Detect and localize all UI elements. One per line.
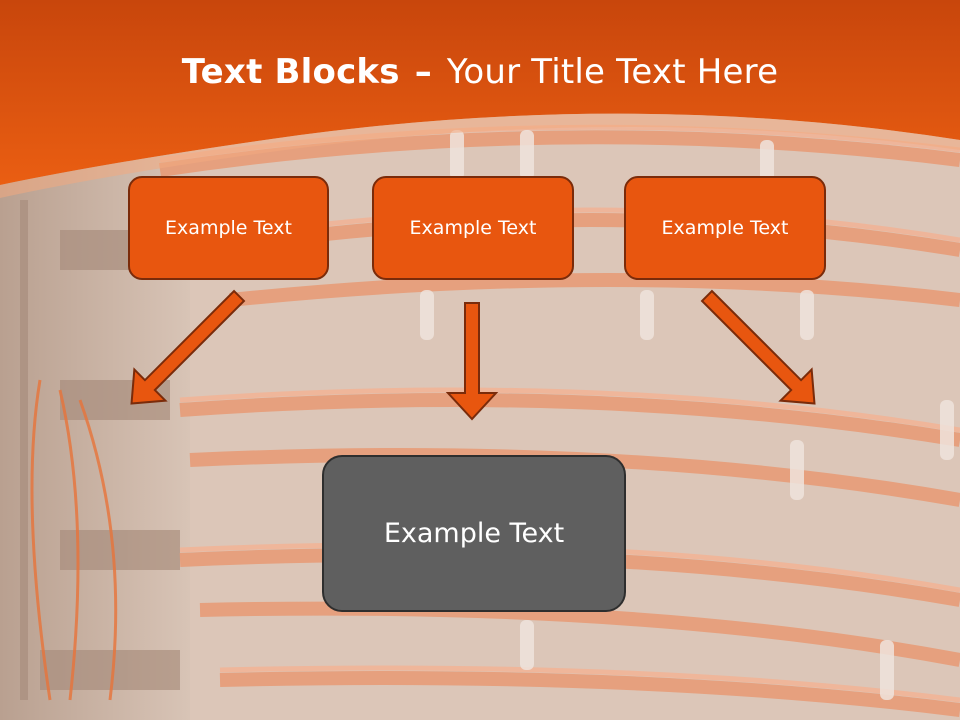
text-block-2[interactable]: Example Text — [372, 176, 574, 280]
center-text-block[interactable]: Example Text — [322, 455, 626, 612]
title-dash: – — [414, 52, 432, 92]
text-block-1[interactable]: Example Text — [128, 176, 329, 280]
title-rest: Your Title Text Here — [446, 52, 779, 92]
slide-title: Text Blocks – Your Title Text Here — [0, 52, 960, 92]
text-block-3[interactable]: Example Text — [624, 176, 826, 280]
title-bold: Text Blocks — [181, 52, 400, 92]
